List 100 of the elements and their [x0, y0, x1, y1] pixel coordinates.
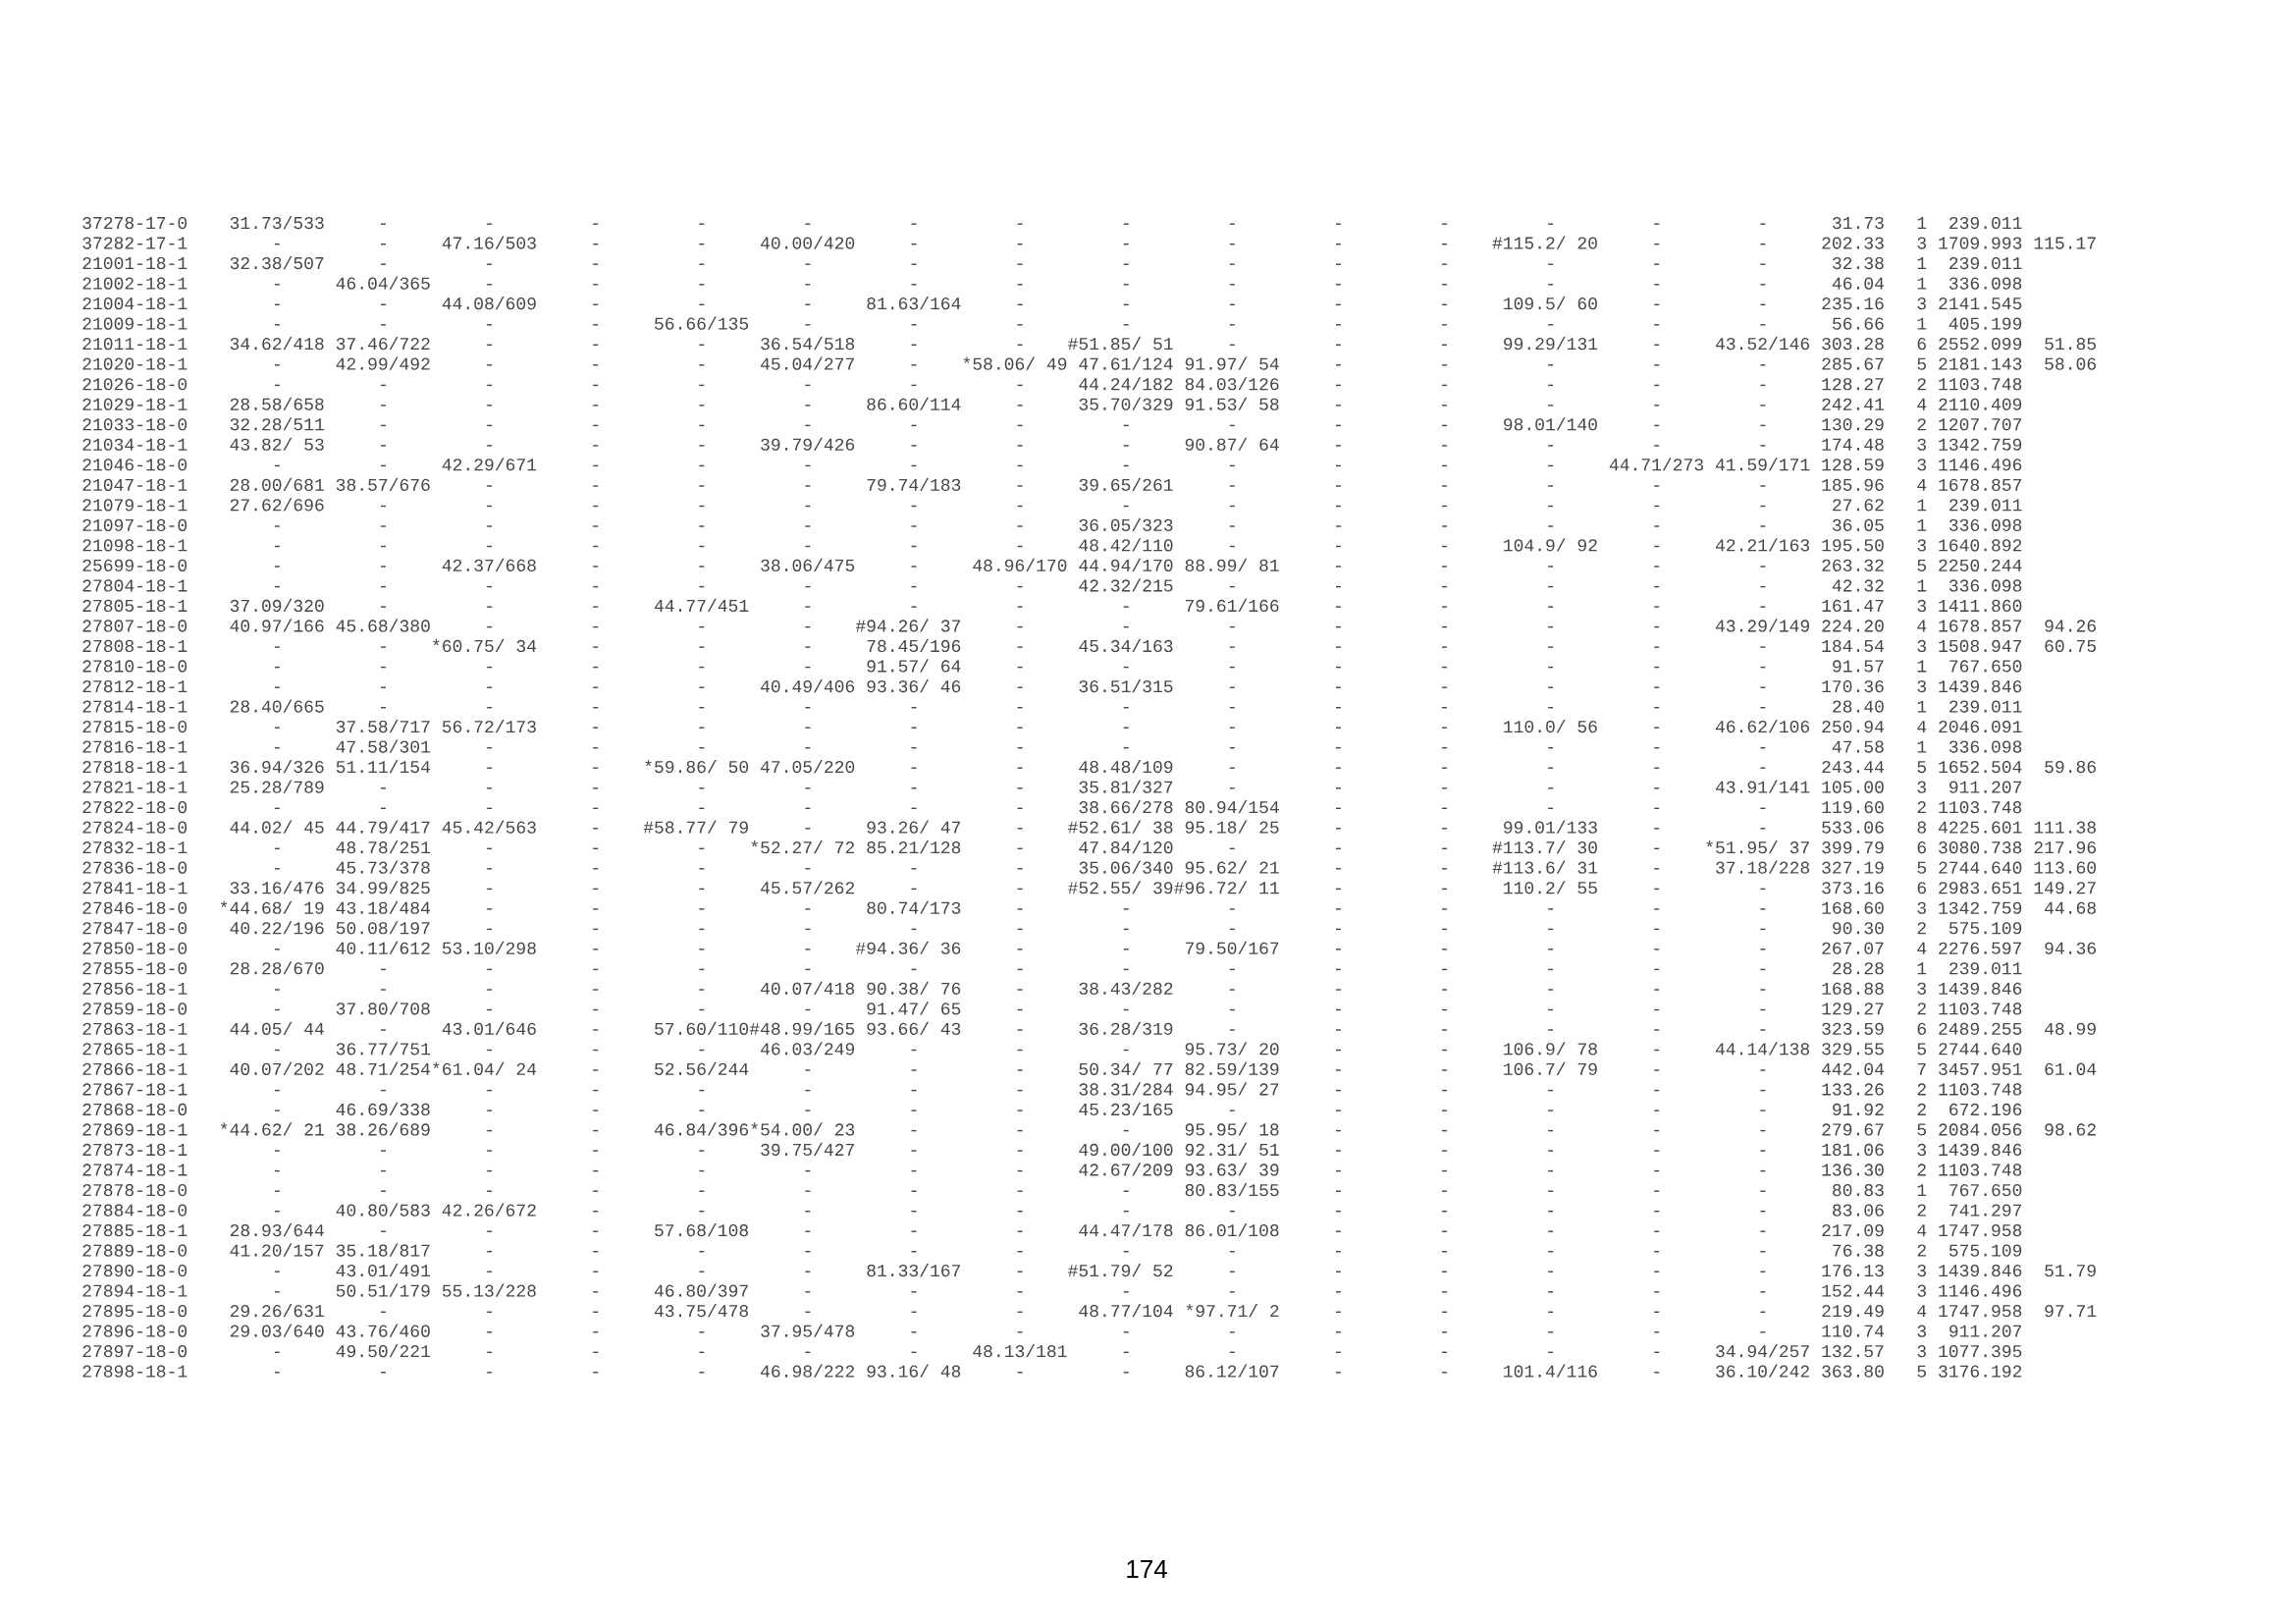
dash: - [911, 244, 917, 245]
dash: - [699, 284, 705, 286]
dash: - [1760, 1291, 1766, 1293]
total-value: 235.16 [1822, 298, 1884, 310]
count-value: 3 [1917, 1284, 1926, 1297]
total-value: 76.38 [1833, 1244, 1884, 1257]
table-value: 43.52/146 [1715, 337, 1810, 351]
dash: - [699, 445, 705, 447]
dash: - [1229, 666, 1235, 669]
dash: - [1017, 1271, 1023, 1272]
dash: - [487, 585, 493, 588]
dash: - [1548, 1331, 1554, 1333]
total-value: 83.06 [1833, 1204, 1884, 1217]
dash: - [274, 525, 280, 527]
dash: - [487, 405, 493, 406]
dash: - [699, 303, 705, 305]
dash: - [1123, 223, 1129, 225]
dash: - [1760, 989, 1766, 991]
sum-value: 336.098 [1949, 740, 2022, 753]
table-value: 56.72/173 [442, 719, 536, 733]
count-value: 1 [1917, 962, 1927, 975]
dash: - [699, 1150, 705, 1152]
dash: - [699, 807, 705, 809]
dash: - [1335, 828, 1341, 830]
dash: - [1123, 666, 1129, 669]
dash: - [1335, 747, 1341, 749]
dash: - [1123, 303, 1129, 305]
count-value: 2 [1917, 1164, 1926, 1176]
total-value: 533.06 [1822, 821, 1884, 834]
count-value: 6 [1917, 841, 1926, 854]
dash: - [699, 625, 705, 628]
sum-value: 1411.860 [1939, 599, 2022, 613]
table-value: 45.42/563 [442, 820, 536, 834]
dash: - [699, 424, 705, 427]
dash: - [1017, 1291, 1023, 1293]
table-value: #52.61/ 38 [1068, 820, 1173, 834]
sum-value: 1342.759 [1939, 901, 2022, 914]
dash: - [1548, 1211, 1554, 1213]
dash: - [911, 505, 917, 508]
dash: - [1760, 888, 1766, 891]
dash: - [593, 646, 599, 648]
dash: - [1123, 928, 1129, 931]
dash: - [911, 364, 917, 366]
dash: - [1442, 1169, 1447, 1172]
dash: - [1335, 1169, 1341, 1172]
dash: - [1442, 1211, 1447, 1213]
dash: - [1123, 747, 1129, 749]
dash: - [1335, 847, 1341, 849]
dash: - [805, 666, 811, 669]
dash: - [1017, 1008, 1023, 1011]
dash: - [1017, 1069, 1023, 1071]
dash: - [1760, 585, 1766, 588]
dash: - [1335, 787, 1341, 789]
total-value: 184.54 [1822, 639, 1884, 653]
table-value: 44.79/417 [336, 820, 430, 834]
dash: - [381, 807, 386, 809]
dash: - [487, 364, 493, 366]
total-value: 176.13 [1822, 1264, 1884, 1277]
dash: - [1548, 384, 1554, 387]
count-value: 4 [1917, 478, 1927, 491]
table-value: 35.06/340 [1079, 860, 1173, 874]
total-value: 136.30 [1822, 1164, 1884, 1176]
count-value: 1 [1917, 217, 1927, 229]
dash: - [1335, 888, 1341, 891]
dash: - [1548, 1351, 1554, 1353]
sum-value: 2744.640 [1939, 1043, 2022, 1056]
row-id: 27890-18-0 [82, 1264, 187, 1277]
dash: - [1442, 1311, 1447, 1313]
dash: - [1548, 585, 1554, 588]
dash: - [1760, 384, 1766, 387]
total-value: 32.38 [1833, 256, 1884, 270]
dash: - [805, 1351, 811, 1353]
sum-value: 672.196 [1949, 1103, 2022, 1116]
dash: - [274, 807, 280, 809]
dash: - [274, 1110, 280, 1111]
sum-value: 1103.748 [1939, 801, 2022, 814]
row-id: 27856-18-1 [82, 982, 187, 995]
dash: - [1335, 606, 1341, 608]
count-value: 5 [1917, 1123, 1926, 1136]
dash: - [1335, 364, 1341, 366]
dash: - [1654, 244, 1660, 245]
dash: - [274, 646, 280, 648]
dash: - [1654, 405, 1660, 406]
dash: - [911, 1129, 917, 1132]
row-id: 27863-18-1 [82, 1022, 187, 1035]
table-value: 46.62/106 [1715, 719, 1810, 733]
dash: - [1335, 948, 1341, 950]
total-value: 202.33 [1822, 237, 1884, 249]
dash: - [1442, 1008, 1447, 1011]
dash: - [593, 1331, 599, 1333]
dash: - [1229, 1271, 1235, 1272]
dash: - [1442, 344, 1447, 346]
dash: - [1335, 1069, 1341, 1071]
count-value: 6 [1917, 882, 1926, 894]
dash: - [1654, 908, 1660, 910]
count-value: 3 [1917, 901, 1926, 914]
dash: - [805, 303, 811, 305]
dash: - [381, 1311, 386, 1313]
total-value: 47.58 [1832, 740, 1884, 753]
dash: - [1442, 1110, 1447, 1111]
